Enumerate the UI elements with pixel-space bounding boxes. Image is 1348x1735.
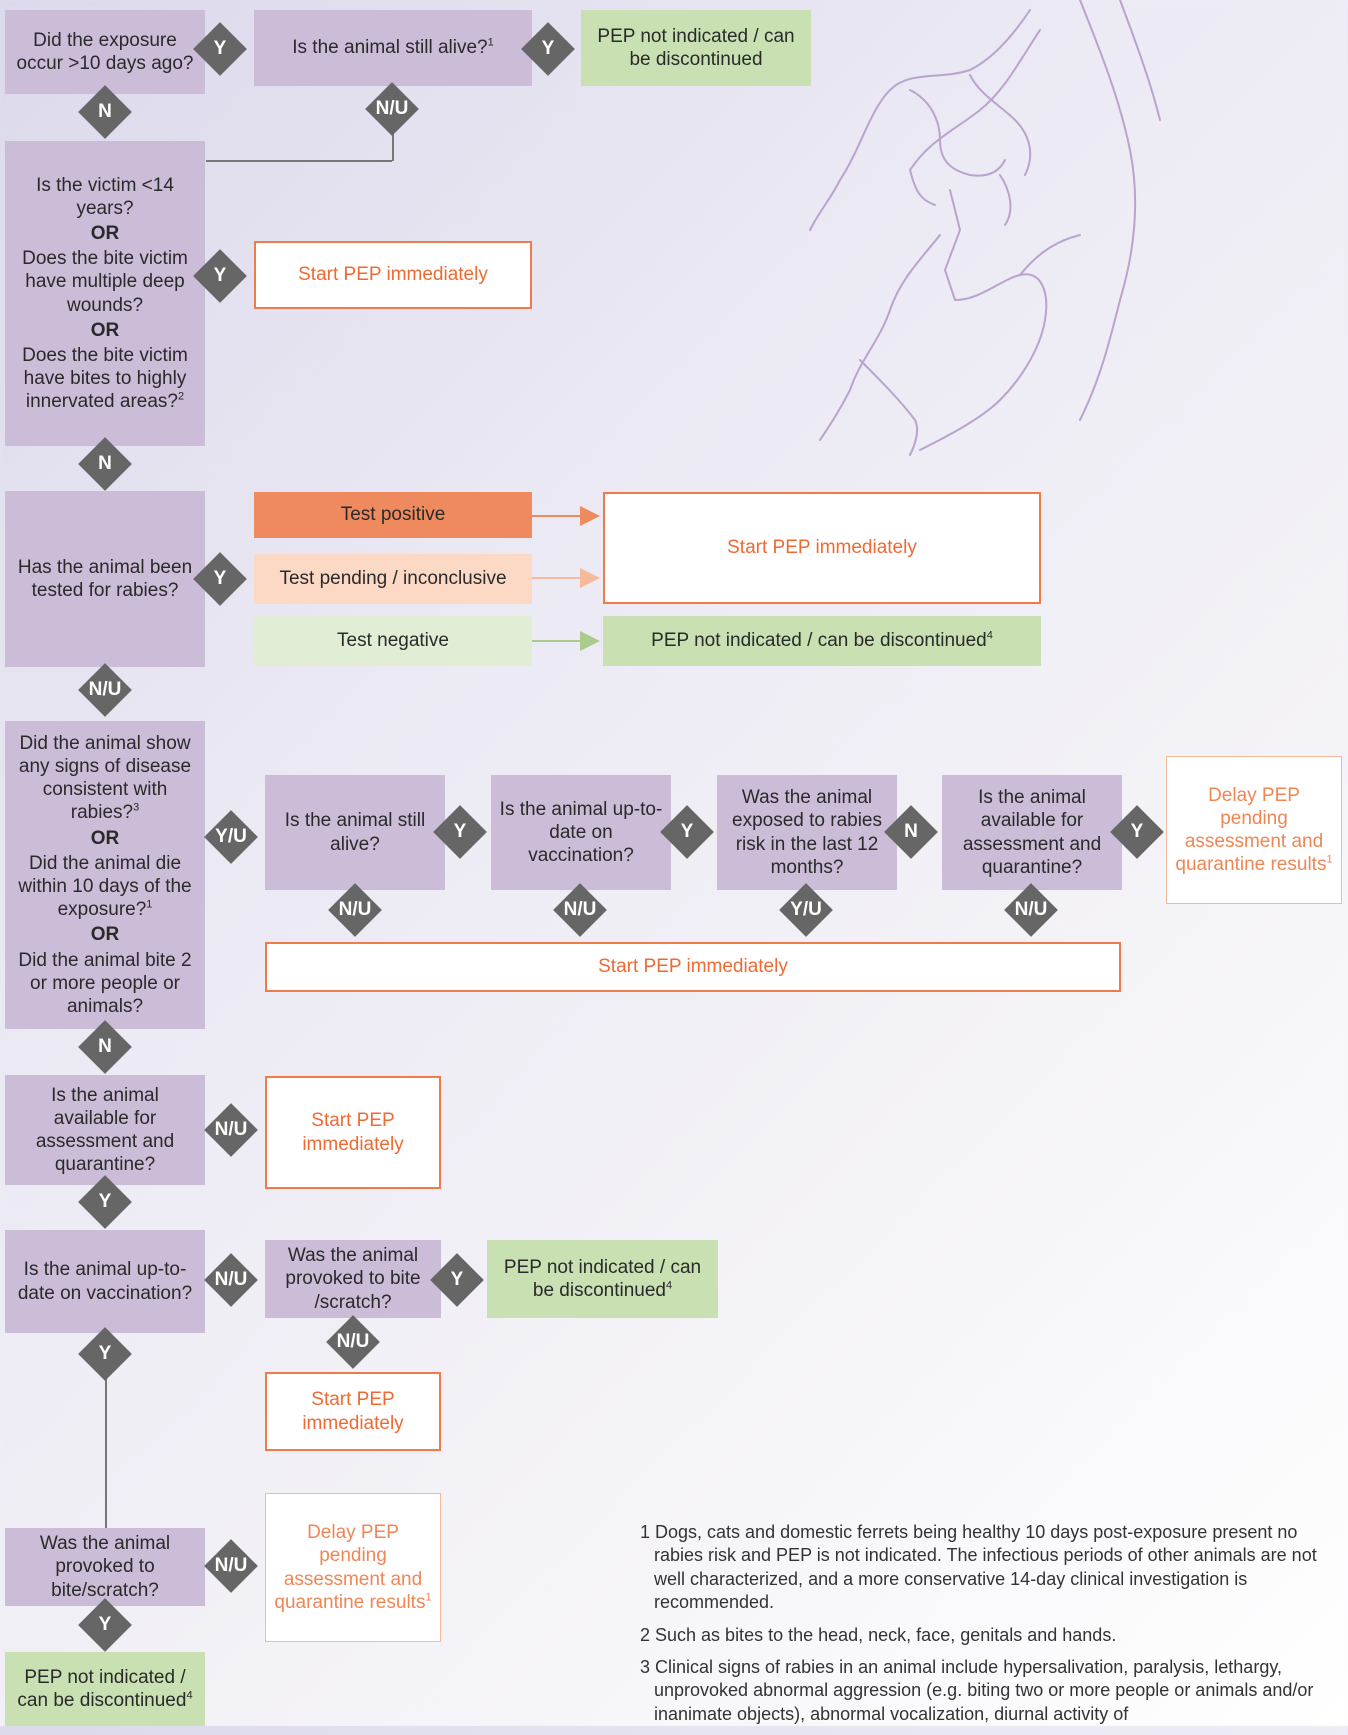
nu-label: N/U (214, 1119, 248, 1140)
footnote-1: 1 Dogs, cats and domestic ferrets being … (640, 1522, 1317, 1613)
yu-label: Y/U (790, 899, 822, 920)
start-pep-immediately-provoked: Start PEP immediately (265, 1372, 441, 1451)
no-label: N (904, 821, 918, 842)
footnotes: 1 Dogs, cats and domestic ferrets being … (640, 1521, 1320, 1735)
delay-pep-pending-low: Delay PEP pending assessment and quarant… (265, 1493, 441, 1642)
yes-label: Y (213, 568, 227, 589)
footnote-3: 3 Clinical signs of rabies in an animal … (640, 1656, 1314, 1724)
nu-label: N/U (1014, 899, 1048, 920)
start-pep-immediately-available: Start PEP immediately (265, 1076, 441, 1189)
start-pep-immediately-victim: Start PEP immediately (254, 241, 532, 309)
yes-label: Y (680, 821, 694, 842)
pep-not-indicated-bottom: PEP not indicated / can be discontinued4 (5, 1652, 205, 1726)
start-pep-immediately-test: Start PEP immediately (603, 492, 1041, 604)
delay-pep-pending-mid: Delay PEP pending assessment and quarant… (1166, 756, 1342, 904)
yes-label: Y (98, 1614, 112, 1635)
question-provoked-mid: Was the animal provoked to bite /scratch… (265, 1240, 441, 1318)
yes-label: Y (541, 38, 555, 59)
pep-not-indicated-test-negative: PEP not indicated / can be discontinued4 (603, 616, 1041, 666)
connector-line (105, 1340, 107, 1528)
nu-label: N/U (338, 899, 372, 920)
no-label: N (98, 453, 112, 474)
no-label: N (98, 1036, 112, 1057)
question-animal-still-alive-mid: Is the animal still alive? (265, 775, 445, 890)
nu-label: N/U (214, 1555, 248, 1576)
person-holding-dog-illustration (809, 0, 1161, 456)
test-pending-inconclusive: Test pending / inconclusive (254, 554, 532, 604)
test-negative: Test negative (254, 616, 532, 666)
question-tested-for-rabies: Has the animal been tested for rabies? (5, 491, 205, 667)
yu-label: Y/U (215, 826, 247, 847)
nu-label: N/U (214, 1269, 248, 1290)
question-signs-of-disease: Did the animal show any signs of disease… (5, 721, 205, 1029)
yes-label: Y (450, 1269, 464, 1290)
nu-label: N/U (88, 679, 122, 700)
nu-label: N/U (336, 1331, 370, 1352)
question-animal-still-alive-top: Is the animal still alive?1 (254, 10, 532, 86)
question-provoked-low: Was the animal provoked to bite/scratch? (5, 1528, 205, 1606)
yes-label: Y (213, 38, 227, 59)
question-up-to-date-vaccination-low: Is the animal up-to-date on vaccination? (5, 1230, 205, 1333)
connector-line (206, 160, 392, 162)
no-label: N (98, 101, 112, 122)
yes-label: Y (213, 265, 227, 286)
pep-not-indicated-top: PEP not indicated / can be discontinued (581, 10, 811, 86)
test-positive: Test positive (254, 492, 532, 538)
yes-label: Y (98, 1343, 112, 1364)
start-pep-immediately-wide: Start PEP immediately (265, 942, 1121, 992)
question-exposure-over-10-days: Did the exposure occur >10 days ago? (5, 10, 205, 94)
nu-label: N/U (375, 98, 409, 119)
nu-label: N/U (563, 899, 597, 920)
yes-label: Y (453, 821, 467, 842)
question-up-to-date-vaccination-mid: Is the animal up-to-date on vaccination? (491, 775, 671, 890)
question-available-assessment-mid: Is the animal available for assessment a… (942, 775, 1122, 890)
question-exposed-rabies-risk: Was the animal exposed to rabies risk in… (717, 775, 897, 890)
question-available-assessment-low: Is the animal available for assessment a… (5, 1075, 205, 1185)
pep-not-indicated-provoked: PEP not indicated / can be discontinued4 (487, 1240, 718, 1318)
footnote-2: 2 Such as bites to the head, neck, face,… (640, 1624, 1117, 1645)
question-victim-criteria: Is the victim <14 years? OR Does the bit… (5, 141, 205, 446)
connector-line (392, 125, 394, 161)
yes-label: Y (98, 1191, 112, 1212)
yes-label: Y (1130, 821, 1144, 842)
test-result-arrows (532, 506, 600, 651)
